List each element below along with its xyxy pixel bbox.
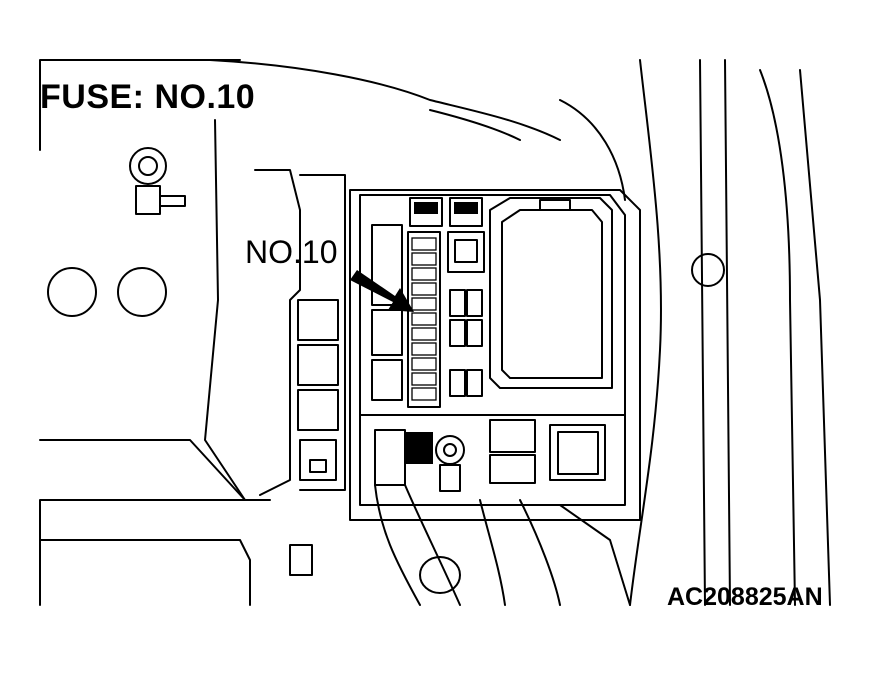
engine-bay-outline: [39, 59, 831, 606]
relay-cover: [489, 197, 613, 389]
wiring-harness: [289, 484, 631, 606]
secondary-fuses: [447, 231, 485, 397]
diagram-title: FUSE: NO.10: [40, 78, 256, 116]
lower-components: [374, 419, 606, 492]
fuse-callout-label: NO.10: [245, 234, 338, 270]
top-relays: [409, 197, 483, 227]
mount-bolt: [129, 147, 186, 215]
figure-code: AC208825AN: [667, 583, 823, 611]
fuse-column: [407, 231, 441, 408]
body-holes: [47, 253, 725, 317]
empty-cavities: [371, 224, 403, 401]
fuse-box-housing: [349, 189, 641, 521]
left-relay-bracket: [254, 169, 346, 496]
arrow-icon: [350, 270, 414, 312]
